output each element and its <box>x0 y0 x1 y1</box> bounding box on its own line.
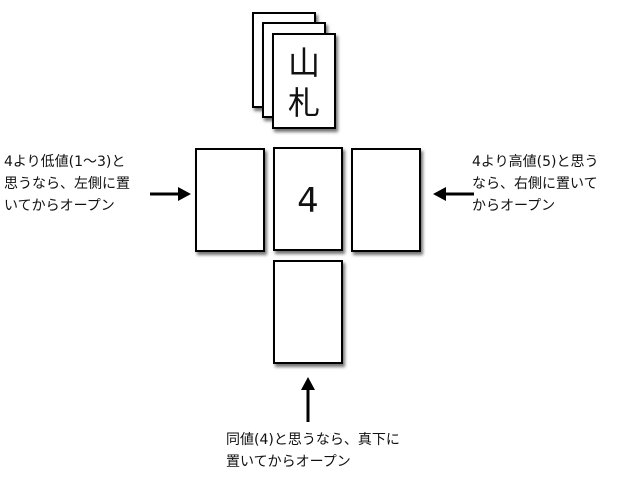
slot-right-higher[interactable] <box>351 148 421 252</box>
slot-left-lower[interactable] <box>195 148 265 252</box>
center-card-value: 4 <box>297 181 319 221</box>
instruction-bottom: 同値(4)と思うなら、真下に 置いてからオープン <box>226 432 400 470</box>
arrow-right-icon <box>150 187 191 201</box>
slot-bottom-equal[interactable] <box>273 260 343 364</box>
instruction-left: 4より低値(1〜3)と 思うなら、左側に置 いてからオープン <box>4 154 130 214</box>
deck-card-top[interactable]: 山 札 <box>272 33 336 129</box>
deck-label: 山 札 <box>287 44 320 122</box>
arrow-up-icon <box>301 377 315 422</box>
arrow-left-icon <box>433 187 474 201</box>
center-card: 4 <box>273 147 343 251</box>
instruction-right: 4より高値(5)と思う なら、右側に置いて からオープン <box>472 154 599 214</box>
